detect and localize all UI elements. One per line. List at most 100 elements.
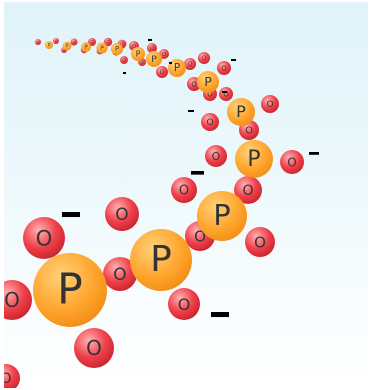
- phosphorus-atom-sphere: [146, 51, 162, 67]
- oxygen-atom: O: [103, 37, 113, 47]
- oxygen-atom: O: [168, 288, 200, 320]
- oxygen-atom: O: [198, 52, 210, 64]
- oxygen-atom: O: [184, 58, 196, 70]
- phosphorus-atom: P: [235, 140, 273, 178]
- phosphorus-atom-label: P: [48, 42, 51, 48]
- oxygen-atom-sphere: [205, 145, 227, 167]
- phosphorus-atom-sphere: [227, 98, 255, 126]
- oxygen-atom-sphere: [280, 150, 304, 174]
- oxygen-atom-label: O: [223, 91, 229, 99]
- phosphorus-atom: P: [146, 51, 162, 67]
- oxygen-atom-sphere: [53, 38, 59, 44]
- oxygen-atom-label: O: [122, 57, 125, 62]
- illustration-frame: OOOOOOOOOOPOOPOOOPPOOOPOOOOPPOOPOOOPOOOO…: [4, 2, 368, 388]
- oxygen-atom: O: [70, 38, 78, 46]
- phosphorus-atom: P: [168, 59, 186, 77]
- phosphorus-atom-sphere: [197, 191, 247, 241]
- phosphorus-atom-label: P: [115, 45, 119, 53]
- oxygen-atom-sphere: [156, 66, 168, 78]
- oxygen-atom: O: [245, 227, 275, 257]
- oxygen-atom-sphere: [4, 280, 32, 320]
- oxygen-atom-label: O: [120, 42, 124, 48]
- oxygen-atom: O: [205, 145, 227, 167]
- negative-charge-mark: [148, 39, 152, 41]
- oxygen-atom-sphere: [201, 113, 219, 131]
- oxygen-atom-label: O: [191, 81, 197, 89]
- negative-charge-mark: [123, 72, 126, 74]
- oxygen-atom-sphere: [234, 176, 262, 204]
- oxygen-atom: O: [4, 364, 20, 388]
- oxygen-atom-sphere: [70, 38, 78, 46]
- oxygen-atom-sphere: [245, 227, 275, 257]
- oxygen-atom-label: O: [188, 61, 193, 68]
- oxygen-atom-label: O: [73, 40, 76, 44]
- oxygen-atom: O: [120, 56, 128, 64]
- oxygen-atom-sphere: [171, 177, 197, 203]
- oxygen-atom: O: [201, 113, 219, 131]
- oxygen-atom-label: O: [194, 227, 206, 245]
- oxygen-atom: O: [280, 150, 304, 174]
- oxygen-atom-label: O: [178, 295, 191, 314]
- oxygen-atom-sphere: [105, 197, 139, 231]
- phosphorus-atom-sphere: [81, 42, 91, 52]
- phosphorus-atom: P: [197, 191, 247, 241]
- oxygen-atom-label: O: [254, 233, 266, 251]
- phosphorus-atom: P: [45, 41, 53, 49]
- oxygen-atom-label: O: [4, 371, 12, 387]
- oxygen-atom: O: [219, 87, 233, 101]
- oxygen-atom-label: O: [212, 150, 221, 163]
- oxygen-atom-sphere: [261, 95, 279, 113]
- negative-charge-mark: [222, 91, 227, 93]
- phosphorus-atom-label: P: [65, 44, 68, 50]
- oxygen-atom-label: O: [221, 65, 227, 73]
- phosphorus-atom-label: P: [151, 54, 157, 65]
- phosphorus-atom-sphere: [62, 41, 72, 51]
- phosphorus-atom-label: P: [236, 102, 246, 121]
- oxygen-atom-sphere: [184, 58, 196, 70]
- oxygen-atom-label: O: [55, 39, 58, 43]
- oxygen-atom-label: O: [206, 118, 213, 128]
- oxygen-atom-label: O: [207, 91, 213, 99]
- phosphorus-atom-sphere: [96, 42, 108, 54]
- oxygen-atom: O: [261, 95, 279, 113]
- oxygen-atom: O: [217, 61, 231, 75]
- phosphorus-atom: P: [130, 229, 192, 291]
- phosphorus-atom: P: [62, 41, 72, 51]
- phosphorus-atom-label: P: [84, 45, 88, 51]
- oxygen-atom-label: O: [160, 69, 165, 76]
- oxygen-atom-label: O: [106, 40, 110, 45]
- oxygen-atom: O: [171, 177, 197, 203]
- negative-charge-mark: [231, 59, 236, 61]
- negative-charge-mark: [169, 62, 172, 64]
- phosphorus-atom-sphere: [168, 59, 186, 77]
- phosphorus-atom-label: P: [213, 198, 230, 232]
- phosphorus-atom-sphere: [130, 229, 192, 291]
- negative-charge-mark: [191, 171, 204, 175]
- oxygen-atom-sphere: [4, 364, 20, 388]
- oxygen-atom-label: O: [150, 46, 154, 52]
- oxygen-atom-sphere: [147, 43, 157, 53]
- oxygen-atom-label: O: [115, 205, 128, 225]
- phosphorus-atom: P: [111, 43, 123, 55]
- phosphorus-atom-label: P: [150, 239, 171, 280]
- oxygen-atom-label: O: [90, 39, 93, 44]
- phosphorus-atom-label: P: [174, 62, 180, 74]
- oxygen-atom: O: [105, 197, 139, 231]
- negative-charge-mark: [211, 312, 229, 318]
- phosphorus-atom-sphere: [33, 253, 107, 327]
- oxygen-atom-label: O: [37, 40, 40, 44]
- oxygen-atom: O: [53, 38, 59, 44]
- oxygen-atom-label: O: [242, 183, 253, 199]
- negative-charge-mark: [188, 110, 194, 112]
- oxygen-atom: O: [156, 66, 168, 78]
- atoms-layer: OOOOOOOOOOPOOPOOOPPOOOPOOOOPPOOPOOOPOOOO…: [4, 37, 319, 388]
- oxygen-atom-label: O: [86, 336, 102, 360]
- oxygen-atom-sphere: [103, 257, 137, 291]
- oxygen-atom: O: [4, 280, 32, 320]
- oxygen-atom-sphere: [74, 328, 114, 368]
- oxygen-atom-sphere: [168, 288, 200, 320]
- oxygen-atom-sphere: [103, 37, 113, 47]
- oxygen-atom: O: [103, 257, 137, 291]
- phosphorus-atom-sphere: [131, 47, 145, 61]
- phosphorus-atom-label: P: [100, 45, 104, 52]
